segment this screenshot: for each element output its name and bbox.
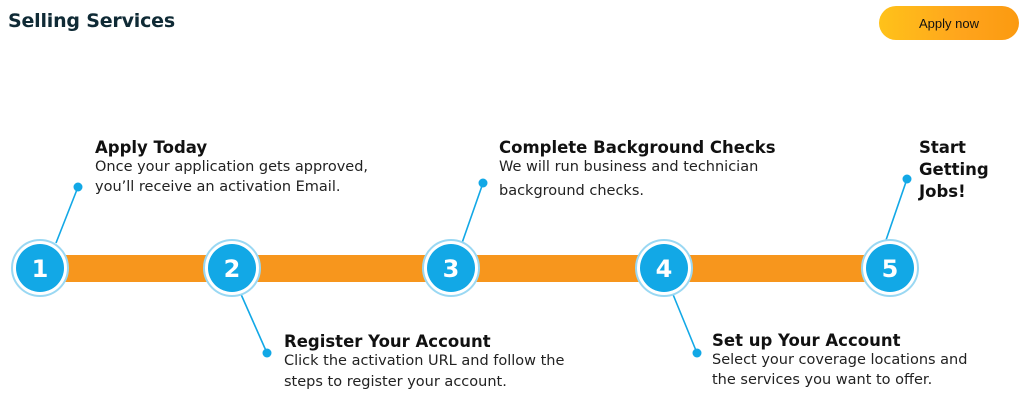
- step-1-title: Apply Today: [95, 138, 208, 157]
- step-2-title: Register Your Account: [284, 332, 491, 351]
- step-5-title-line-1: Start: [919, 138, 966, 157]
- apply-now-button[interactable]: Apply now: [879, 6, 1019, 40]
- step-2-number: 2: [224, 255, 241, 283]
- step-3-title: Complete Background Checks: [499, 138, 776, 157]
- step-4-desc-line-1: Select your coverage locations and: [712, 352, 968, 368]
- step-1-number: 1: [32, 255, 49, 283]
- step-3-number: 3: [443, 255, 460, 283]
- step-5-number: 5: [882, 255, 899, 283]
- step-connectors: [55, 174, 912, 358]
- page-title: Selling Services: [8, 10, 175, 32]
- step-4-title: Set up Your Account: [712, 331, 901, 350]
- step-1-desc-line-1: Once your application gets approved,: [95, 159, 369, 175]
- step-4-desc-line-2: the services you want to offer.: [712, 372, 933, 388]
- step-2-desc-line-2: steps to register your account.: [284, 374, 507, 390]
- step-5-marker: 5: [861, 239, 919, 297]
- step-3-desc-line-2: background checks.: [499, 183, 644, 199]
- step-5-title-line-2: Getting: [919, 160, 989, 179]
- step-1-desc-line-2: you’ll receive an activation Email.: [95, 179, 341, 195]
- step-3-desc-line-1: We will run business and technician: [499, 159, 759, 175]
- step-2-desc-line-1: Click the activation URL and follow the: [284, 353, 565, 369]
- step-2-marker: 2: [203, 239, 261, 297]
- step-4-number: 4: [656, 255, 673, 283]
- step-4-marker: 4: [635, 239, 693, 297]
- step-5-title-line-3: Jobs!: [919, 182, 966, 201]
- step-3-marker: 3: [422, 239, 480, 297]
- step-1-marker: 1: [11, 239, 69, 297]
